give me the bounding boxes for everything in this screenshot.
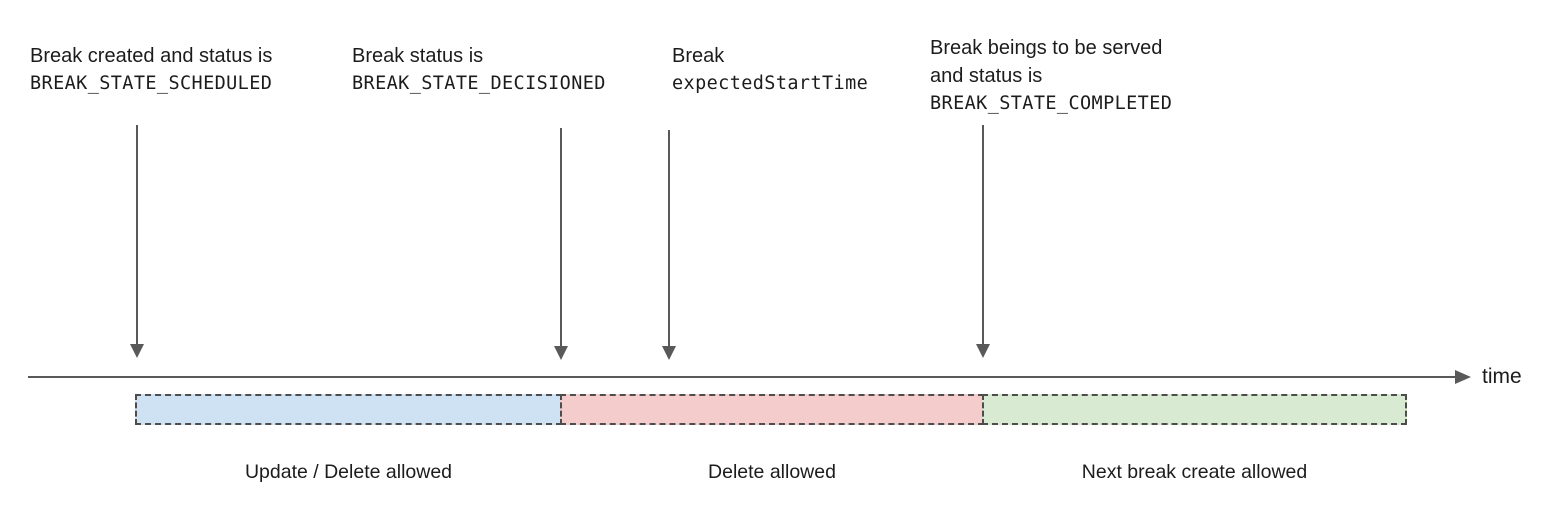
annotation-text: Break status is bbox=[352, 45, 484, 67]
segment-update-delete-allowed bbox=[135, 394, 562, 425]
time-axis-label: time bbox=[1482, 365, 1522, 388]
annotation-text: and status is bbox=[930, 65, 1043, 87]
down-arrow-icon bbox=[554, 128, 568, 360]
down-arrow-icon bbox=[662, 130, 676, 360]
segment-next-break-create-allowed bbox=[982, 394, 1407, 425]
segment-label: Delete allowed bbox=[708, 461, 836, 483]
arrowhead-icon bbox=[554, 346, 568, 360]
segment-delete-allowed bbox=[560, 394, 984, 425]
arrowhead-icon bbox=[130, 344, 144, 358]
annotation-break-decisioned: Break status is BREAK_STATE_DECISIONED bbox=[352, 42, 606, 98]
annotation-break-completed: Break beings to be served and status is … bbox=[930, 34, 1172, 118]
annotation-text: Break beings to be served bbox=[930, 37, 1163, 59]
annotation-break-scheduled: Break created and status is BREAK_STATE_… bbox=[30, 42, 272, 98]
annotation-code: BREAK_STATE_DECISIONED bbox=[352, 73, 606, 94]
annotation-text: Break created and status is bbox=[30, 45, 273, 67]
segment-label: Update / Delete allowed bbox=[244, 461, 453, 483]
annotation-code: expectedStartTime bbox=[672, 73, 869, 94]
down-arrow-icon bbox=[130, 125, 144, 358]
annotation-code: BREAK_STATE_COMPLETED bbox=[930, 93, 1173, 114]
arrowhead-icon bbox=[976, 344, 990, 358]
annotation-text: Break bbox=[672, 45, 725, 67]
time-axis-line bbox=[28, 376, 1456, 378]
arrowhead-icon bbox=[662, 346, 676, 360]
annotation-expected-start-time: Break expectedStartTime bbox=[672, 42, 868, 98]
down-arrow-icon bbox=[976, 125, 990, 358]
segment-label: Next break create allowed bbox=[1081, 461, 1308, 483]
annotation-code: BREAK_STATE_SCHEDULED bbox=[30, 73, 273, 94]
time-axis-arrowhead-icon bbox=[1455, 370, 1471, 384]
